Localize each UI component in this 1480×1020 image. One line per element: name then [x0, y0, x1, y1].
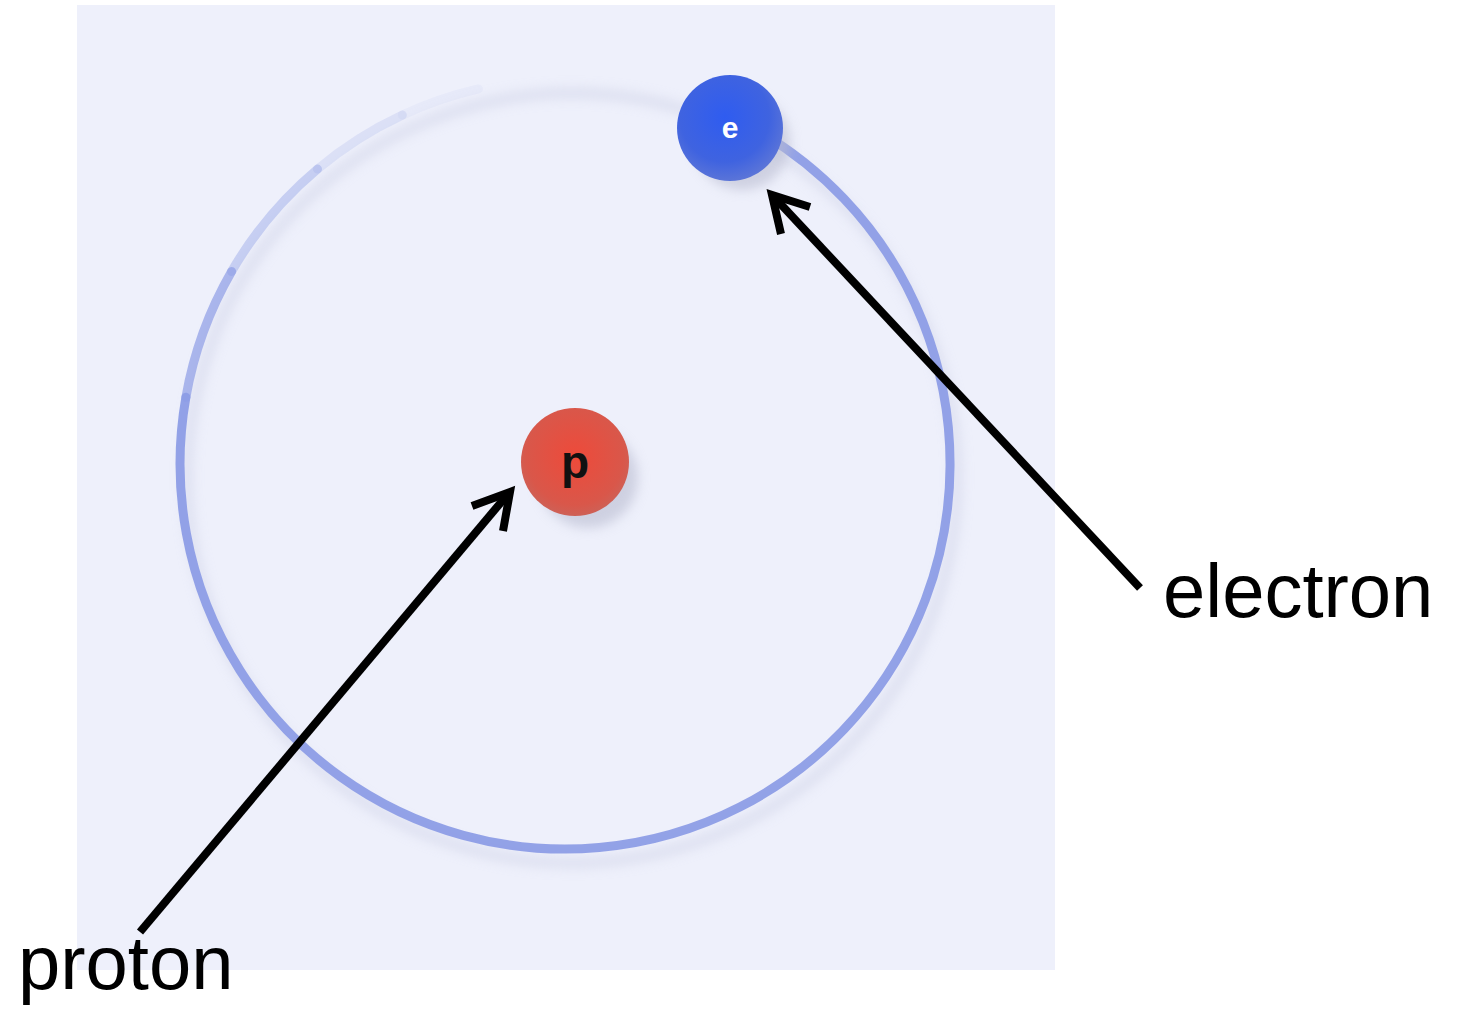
background-panel: [77, 5, 1055, 970]
leader-arrows: [140, 195, 1140, 932]
orbit-arc: [232, 169, 318, 271]
particle-letter: e: [722, 113, 739, 143]
electron-orbit: [180, 89, 950, 849]
orbit-arc: [186, 272, 232, 398]
leader-line: [140, 494, 508, 932]
circle-shape: [677, 75, 783, 181]
text-holder: e: [677, 75, 783, 181]
leader-line: [774, 197, 1140, 588]
text-holder: p: [521, 408, 629, 516]
electron-circle: e: [677, 75, 783, 181]
proton-circle: p: [521, 408, 629, 516]
orbit-arc: [318, 115, 403, 169]
part-label: proton: [18, 925, 234, 1001]
particle-letter: p: [561, 439, 589, 485]
arrow-head: [472, 492, 510, 531]
orbit-arc: [180, 118, 950, 849]
part-label: electron: [1163, 553, 1433, 629]
circle-shape: [521, 408, 629, 516]
orbit-arc: [402, 89, 478, 115]
arrow-head: [772, 195, 810, 234]
